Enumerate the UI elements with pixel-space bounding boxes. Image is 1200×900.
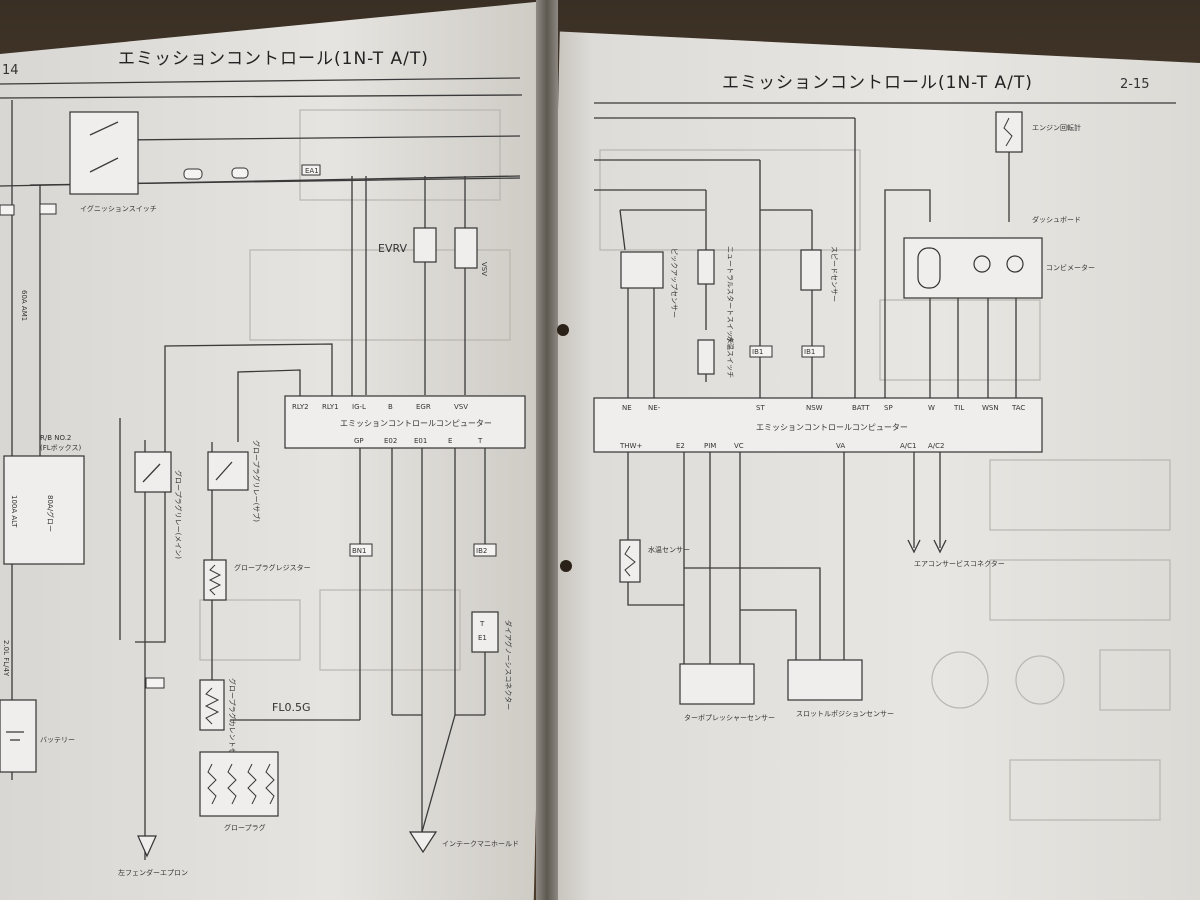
- water-temp-sensor-label: 水温センサー: [648, 545, 690, 554]
- binding-hole-bottom: [560, 560, 572, 572]
- fuse-80a-label: 80A/グロー: [46, 495, 55, 532]
- ecu-pin-tac: TAC: [1011, 404, 1025, 412]
- left-page-number: 14: [2, 63, 19, 78]
- binding-hole-top: [557, 324, 569, 336]
- turbo-sensor-label: ターボプレッシャーセンサー: [684, 713, 775, 722]
- ecu-pin-b: B: [388, 403, 393, 411]
- speed-sensor-label: スピードセンサー: [830, 246, 838, 302]
- glow-resistor-label: グロープラグレジスター: [234, 563, 311, 572]
- meter-label-2: ダッシュボード: [1032, 215, 1081, 224]
- battery-label: バッテリー: [40, 736, 75, 744]
- left-connector-tags: EA1: [0, 164, 321, 216]
- ecu-pin-e01: E01: [414, 437, 427, 445]
- right-top-sensors: ピックアップセンサー ニュートラルスタートスイッチ 水温スイッチ IB1 IB1…: [620, 246, 838, 398]
- right-page-title: エミッションコントロール(1N-T A/T): [722, 73, 1033, 93]
- evrv-label: EVRV: [378, 242, 408, 255]
- ignition-switch: イグニッションスイッチ: [69, 111, 157, 213]
- right-bus-lines: [594, 117, 931, 398]
- ecu-pin-t: T: [477, 437, 483, 445]
- throttle-sensor-label: スロットルポジションセンサー: [796, 710, 894, 718]
- ecu-pin-sp: SP: [884, 404, 893, 412]
- fl-box-label: (FLボックス): [40, 444, 81, 452]
- tag-ea1: EA1: [305, 167, 319, 175]
- tag-ib1: IB1: [752, 348, 763, 356]
- ecu-pin-e2: E2: [676, 442, 685, 450]
- combination-meter-label: コンビメーター: [1046, 263, 1095, 272]
- ecu-pin-ne-minus: NE-: [648, 404, 661, 412]
- right-lower-wiring: エアコンサービスコネクター 水温センサー ターボプレッシャーセンサー スロットル…: [619, 452, 1005, 722]
- ecu-pin-pim: PIM: [704, 442, 716, 450]
- right-ecu-box: エミッションコントロールコンピューター NE NE- ST NSW BATT S…: [593, 397, 1043, 453]
- left-ecu-down-wires: BN1 IB2 T E1 ダイアグノーシスコネクター FL0.5G インテークマ…: [230, 448, 519, 854]
- combination-meter: エンジン回転計 コンビメーター ダッシュボード: [903, 111, 1095, 398]
- ecu-pin-rly2: RLY2: [292, 403, 309, 411]
- glow-relay-label: グロープラグリレー(メイン): [174, 470, 183, 559]
- show-through-ghost: [199, 109, 1171, 821]
- ecu-pin-vc: VC: [734, 442, 744, 450]
- ecu-pin-batt: BATT: [852, 404, 870, 412]
- left-page-title: エミッションコントロール(1N-T A/T): [118, 49, 429, 69]
- fuse-and-battery: R/B NO.2 (FLボックス) 100A ALT 80A/グロー 60A A…: [0, 290, 188, 877]
- tag-ib1b: IB1: [804, 348, 815, 356]
- ecu-pin-til: TIL: [953, 404, 964, 412]
- crank-sensor-label: ピックアップセンサー: [670, 248, 678, 318]
- ecu-pin-va: VA: [836, 442, 845, 450]
- ecu-pin-gp: GP: [354, 437, 364, 445]
- ecu-pin-e02: E02: [384, 437, 397, 445]
- ecu-pin-rly1: RLY1: [322, 403, 339, 411]
- right-page-number: 2-15: [1120, 77, 1150, 92]
- ecu-pin-nsw: NSW: [806, 404, 823, 412]
- left-ecu-box: エミッションコントロールコンピューター RLY2 RLY1 IG-L B EGR…: [284, 395, 526, 449]
- right-page-header: エミッションコントロール(1N-T A/T) 2-15: [594, 73, 1176, 104]
- glow-relay-sub-label: グロープラグリレー(サブ): [252, 440, 261, 522]
- ecu-pin-e: E: [448, 437, 452, 445]
- tag-bn1: BN1: [352, 547, 367, 555]
- right-manual-page: [540, 31, 1200, 900]
- intake-manifold-label: インテークマニホールド: [442, 840, 519, 848]
- glow-plug-label: グロープラグ: [224, 823, 266, 832]
- fl-2-label: 2.0L FL/4Y: [2, 640, 10, 677]
- fender-apron-label: 左フェンダーエプロン: [118, 868, 188, 877]
- ecu-pin-vsv: VSV: [454, 403, 468, 411]
- ecu-pin-ne: NE: [622, 404, 632, 412]
- ecu-pin-igl: IG-L: [352, 403, 366, 411]
- left-relay-wires: [119, 176, 353, 860]
- ecu-pin-ac2: A/C2: [928, 442, 945, 450]
- meter-label-1: エンジン回転計: [1032, 123, 1081, 132]
- fuse-100a-label: 100A ALT: [10, 495, 18, 528]
- ac-connector-label: エアコンサービスコネクター: [914, 559, 1005, 568]
- fuse-60a-label: 60A AM1: [20, 290, 28, 321]
- glow-current-sensor-label: グロープラグカレントセンサー: [228, 678, 237, 776]
- diagnosis-connector-label: ダイアグノーシスコネクター: [504, 620, 513, 710]
- fl-05g-label: FL0.5G: [272, 701, 310, 714]
- left-page-header: 14 エミッションコントロール(1N-T A/T): [0, 49, 521, 85]
- ecu-pin-ac1: A/C1: [900, 442, 917, 450]
- tag-ib2: IB2: [476, 547, 487, 555]
- right-ecu-label: エミッションコントロールコンピューター: [756, 423, 908, 432]
- glow-plug-parts: グロープラグレジスター グロープラグカレントセンサー グロープラグ: [199, 559, 311, 832]
- water-temp-switch-label: 水温スイッチ: [726, 336, 735, 378]
- evrv-vsv-group: EVRV VSV: [365, 176, 488, 395]
- ecu-pin-thw: THW+: [619, 442, 642, 450]
- left-ecu-label: エミッションコントロールコンピューター: [340, 419, 492, 428]
- neutral-switch-label: ニュートラルスタートスイッチ: [726, 246, 735, 344]
- ecu-pin-wsn: WSN: [982, 404, 999, 412]
- rb-no2-label: R/B NO.2: [40, 434, 71, 442]
- ecu-pin-st: ST: [756, 404, 765, 412]
- glow-relays: グロープラグリレー(メイン) グロープラグリレー(サブ): [134, 440, 261, 559]
- vsv-label: VSV: [480, 262, 488, 276]
- diag-pin-t: T: [479, 620, 485, 628]
- ignition-switch-label: イグニッションスイッチ: [80, 204, 157, 213]
- diag-pin-e1: E1: [478, 634, 487, 642]
- ecu-pin-w: W: [928, 404, 935, 412]
- book-gutter: [536, 0, 558, 900]
- ecu-pin-egr: EGR: [416, 403, 431, 411]
